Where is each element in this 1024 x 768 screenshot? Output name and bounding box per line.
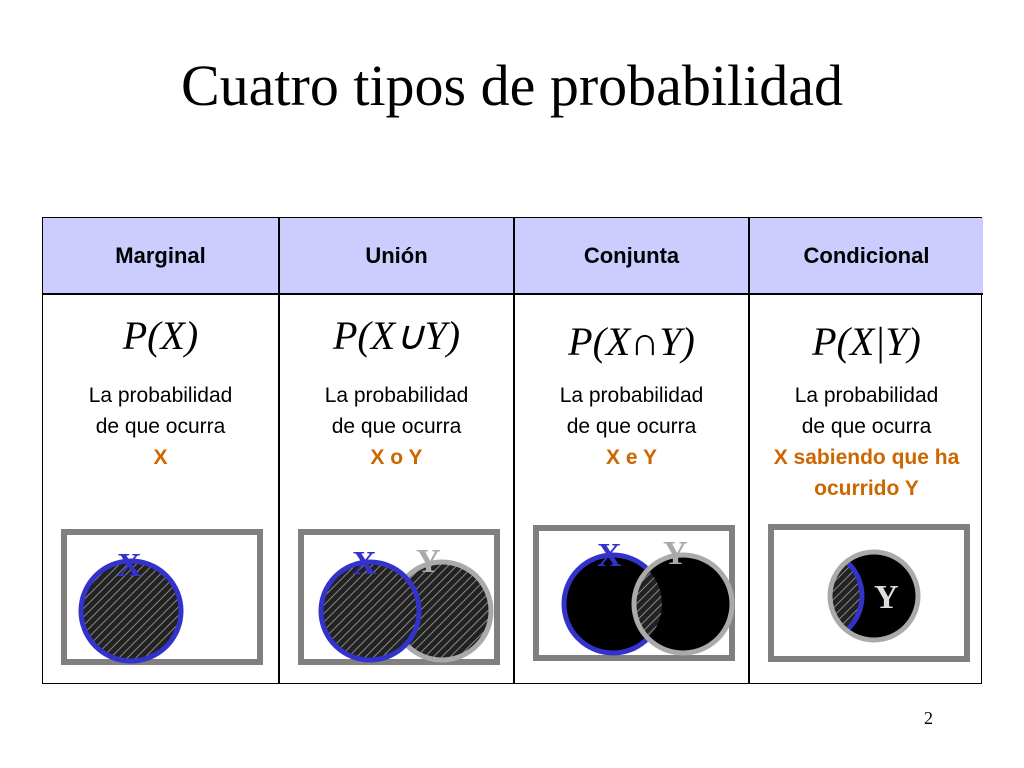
- venn-union: X Y: [298, 529, 500, 665]
- y-label: Y: [416, 543, 441, 580]
- probability-table: Marginal P(X) La probabilidad de que ocu…: [42, 217, 983, 684]
- header-union: Unión: [280, 218, 513, 295]
- y-circle-fill: [634, 555, 732, 653]
- column-marginal: Marginal P(X) La probabilidad de que ocu…: [43, 218, 278, 683]
- formula-marginal: P(X): [122, 313, 199, 358]
- venn-frame: [768, 524, 970, 662]
- venn-joint: X Y: [533, 525, 735, 661]
- description-union: La probabilidad de que ocurra X o Y: [280, 380, 513, 473]
- y-circle: [631, 552, 735, 656]
- column-joint: Conjunta P(X∩Y) La probabilidad de que o…: [513, 218, 748, 683]
- header-joint: Conjunta: [515, 218, 748, 295]
- venn-frame: [61, 529, 263, 665]
- column-conditional: Condicional P(X|Y) La probabilidad de qu…: [748, 218, 983, 683]
- description-joint: La probabilidad de que ocurra X e Y: [515, 380, 748, 473]
- venn-frame: [298, 529, 500, 665]
- page-number: 2: [924, 708, 933, 728]
- header-marginal: Marginal: [43, 218, 278, 295]
- x-label: X: [597, 537, 622, 574]
- y-circle: [827, 549, 921, 643]
- highlight-union: X o Y: [370, 446, 423, 469]
- x-label: X: [117, 547, 142, 584]
- x-circle: [318, 559, 422, 663]
- highlight-marginal: X: [153, 446, 168, 469]
- highlight-joint: X e Y: [606, 446, 657, 469]
- slide-title: Cuatro tipos de probabilidad: [180, 53, 844, 118]
- y-label: Y: [874, 579, 899, 616]
- x-label: X: [352, 545, 377, 582]
- header-conditional: Condicional: [750, 218, 983, 295]
- x-circle-arc: [830, 552, 865, 640]
- description-conditional: La probabilidad de que ocurra X sabiendo…: [750, 380, 983, 504]
- formula-union: P(X∪Y): [332, 313, 461, 358]
- venn-conditional: Y: [768, 524, 970, 662]
- description-marginal: La probabilidad de que ocurra X: [43, 380, 278, 473]
- venn-marginal: X: [61, 529, 263, 665]
- x-circle: [78, 558, 184, 664]
- y-label: Y: [663, 535, 688, 572]
- highlight-conditional: X sabiendo que ha ocurrido Y: [773, 446, 960, 500]
- formula-joint: P(X∩Y): [568, 319, 695, 364]
- column-union: Unión P(X∪Y) La probabilidad de que ocur…: [278, 218, 513, 683]
- formula-conditional: P(X|Y): [812, 319, 921, 364]
